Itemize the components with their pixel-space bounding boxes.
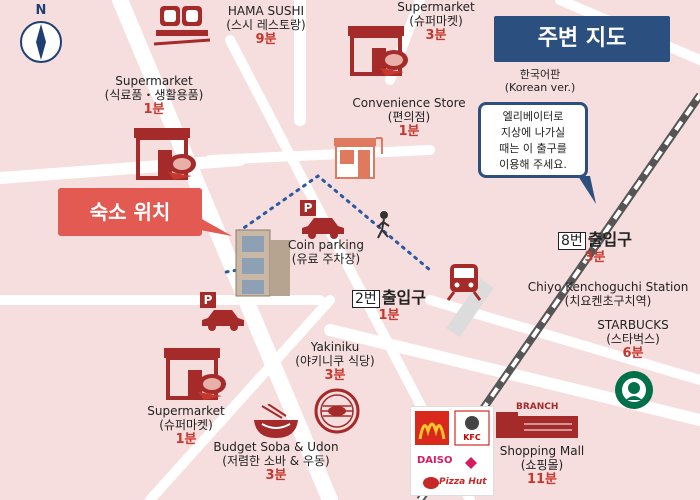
pedestrian-icon xyxy=(377,211,390,239)
compass-icon: N xyxy=(18,4,64,64)
kfc-logo-text: KFC xyxy=(463,433,481,442)
place-supermarket-bottom: Supermarket (슈퍼마켓) 1분 xyxy=(147,404,225,447)
road-mid-horizontal xyxy=(205,145,435,165)
pizza-hut-logo-text: Pizza Hut xyxy=(439,477,487,487)
supermarket-icon xyxy=(346,22,416,78)
train-icon xyxy=(446,262,482,302)
parking-car-icon: P xyxy=(298,200,348,240)
daiso-logo-text: DAISO xyxy=(417,455,453,466)
place-supermarket-top: Supermarket (슈퍼마켓) 3분 xyxy=(397,0,475,43)
starbucks-logo-icon xyxy=(614,370,654,410)
convenience-store-icon xyxy=(332,134,386,182)
route-dots-main xyxy=(236,174,432,272)
station-platform xyxy=(446,278,494,338)
place-yakiniku: Yakiniku (야키니쿠 식당) 3분 xyxy=(295,340,375,383)
place-hama-sushi: HAMA SUSHI (스시 레스토랑) 9분 xyxy=(226,4,306,47)
station-name: Chiyo Kenchoguchi Station (치요켄초구치역) xyxy=(527,280,689,308)
parking-letter: P xyxy=(303,201,313,215)
road-bottom-left xyxy=(145,295,335,500)
noodle-bowl-icon xyxy=(252,403,300,442)
parking-letter: P xyxy=(203,293,213,307)
road-diagonal-main xyxy=(112,0,338,500)
place-convenience-store: Convenience Store (편의점) 1분 xyxy=(352,96,466,139)
mall-tenant-logos: KFC DAISO Pizza Hut xyxy=(410,406,494,496)
accommodation-pointer xyxy=(200,218,232,236)
place-supermarket-left: Supermarket (식료품・생활용품) 1분 xyxy=(104,74,204,117)
place-starbucks: STARBUCKS (스타벅스) 6분 xyxy=(597,318,669,361)
sushi-icon xyxy=(150,2,212,50)
bubble-pointer xyxy=(578,176,596,204)
road-left-horizontal xyxy=(0,154,246,184)
language-note: 한국어판 (Korean ver.) xyxy=(504,68,576,94)
supermarket-icon xyxy=(132,124,204,182)
compass-north-label: N xyxy=(35,3,47,18)
mall-brand: BRANCH xyxy=(516,402,559,412)
place-soba-udon: Budget Soba & Udon (저렴한 소바 & 우동) 3분 xyxy=(213,440,339,483)
accommodation-building-icon xyxy=(232,226,294,302)
elevator-note-bubble: 엘리베이터로 지상에 나가실 때는 이 출구를 이용해 주세요. xyxy=(478,102,588,178)
grill-icon xyxy=(314,388,360,434)
supermarket-icon xyxy=(162,344,234,402)
accommodation-label: 숙소 위치 xyxy=(58,188,202,236)
shopping-mall-icon: BRANCH xyxy=(494,402,580,440)
place-shopping-mall: Shopping Mall (쇼핑몰) 11분 xyxy=(499,444,585,487)
parking-car-icon: P xyxy=(198,292,248,332)
map-title: 주변 지도 xyxy=(494,16,670,62)
place-coin-parking: Coin parking (유료 주차장) xyxy=(288,238,364,266)
